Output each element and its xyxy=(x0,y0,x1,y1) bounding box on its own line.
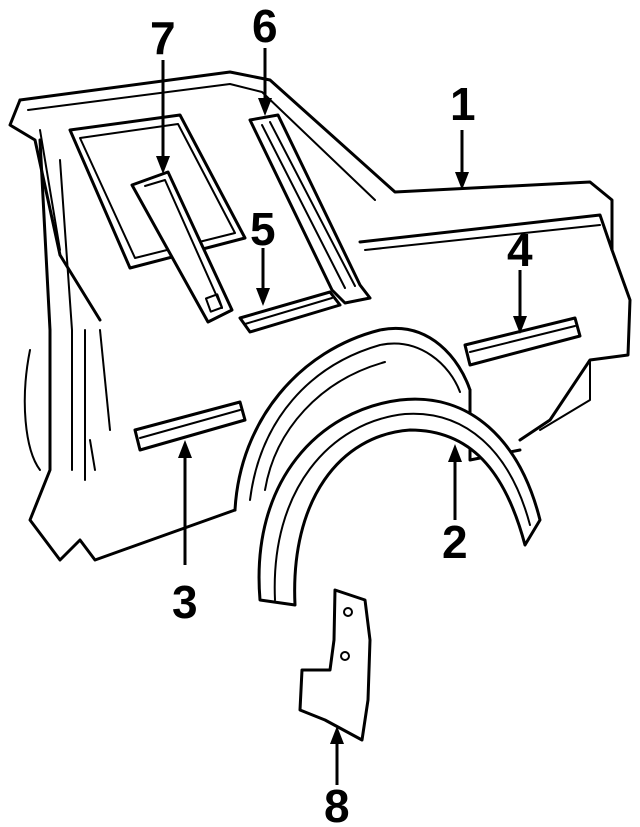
callout-labels: 1 2 3 4 5 6 7 8 xyxy=(150,0,533,827)
quarter-panel xyxy=(8,70,632,562)
callout-4: 4 xyxy=(507,224,533,276)
arrowhead-7 xyxy=(156,156,170,174)
arrowhead-5 xyxy=(256,288,270,306)
callout-1: 1 xyxy=(450,78,476,130)
window-weatherstrip xyxy=(130,170,234,324)
wheel-arch-molding xyxy=(257,397,542,607)
arrowhead-2 xyxy=(448,444,462,462)
mud-flap xyxy=(298,588,372,742)
side-molding-left xyxy=(133,400,247,452)
arrowhead-3 xyxy=(178,440,192,458)
arrowhead-8 xyxy=(330,726,344,744)
callout-5: 5 xyxy=(250,203,276,255)
callout-8: 8 xyxy=(324,780,350,827)
arrowhead-1 xyxy=(455,172,469,190)
arrowhead-6 xyxy=(258,98,272,116)
callout-7: 7 xyxy=(150,12,176,64)
belt-molding xyxy=(238,290,342,334)
arrowhead-4 xyxy=(513,316,527,334)
leader-lines xyxy=(156,48,527,785)
pillar-garnish-rear xyxy=(248,113,372,305)
callout-3: 3 xyxy=(172,576,198,628)
callout-6: 6 xyxy=(252,0,278,52)
side-molding-right xyxy=(463,316,582,367)
callout-2: 2 xyxy=(442,516,468,568)
